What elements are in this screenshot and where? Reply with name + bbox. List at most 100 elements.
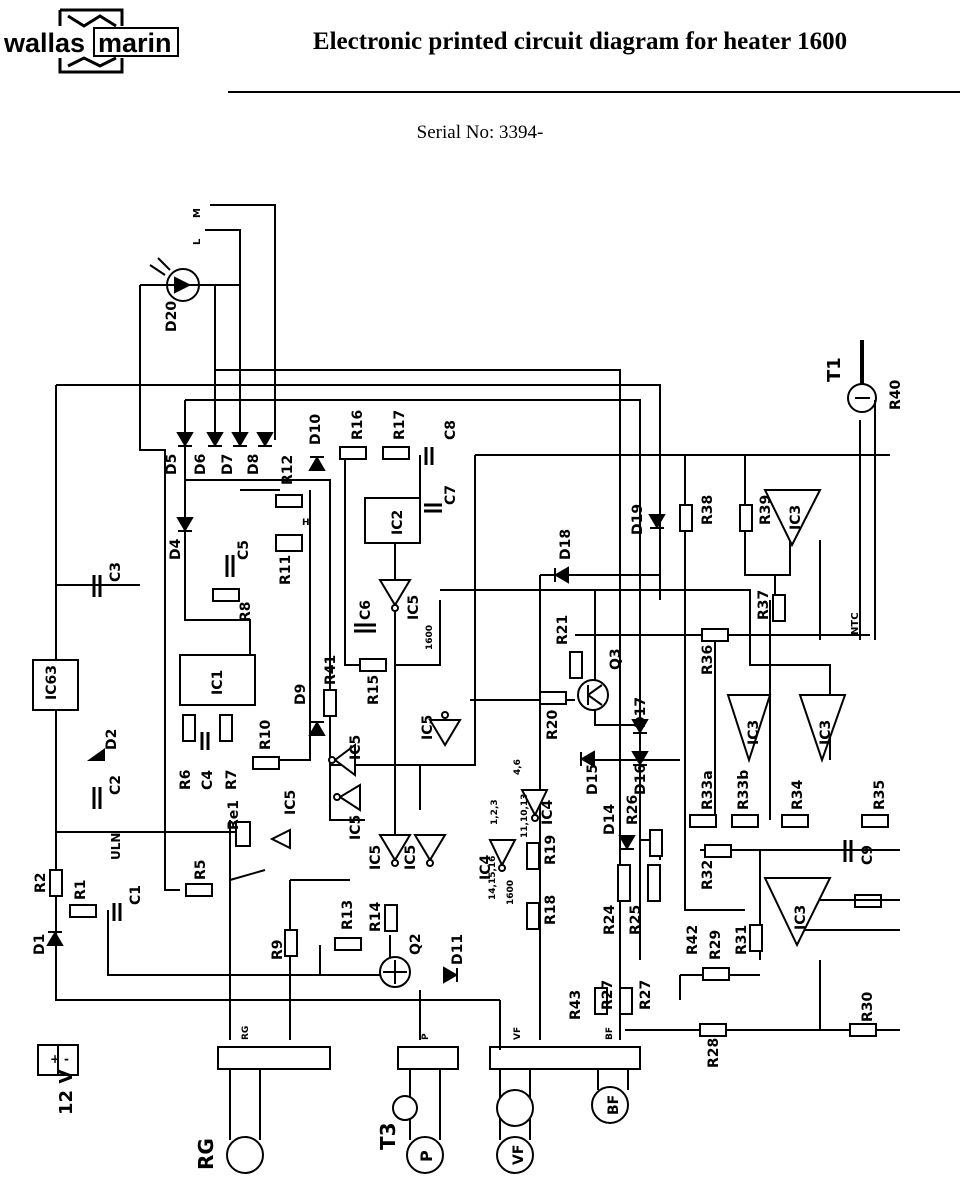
label-d9: D9 <box>293 684 309 705</box>
label-c6: C6 <box>358 600 374 620</box>
label-ic5-g: IC5 <box>283 790 299 815</box>
label-12v: 12 V <box>56 1070 77 1115</box>
label-bf-sensor: BF <box>606 1095 622 1115</box>
label-ic3-d: IC3 <box>793 905 809 930</box>
label-r34: R34 <box>790 779 806 810</box>
label-r30: R30 <box>860 991 876 1022</box>
label-plus: + <box>50 1052 60 1066</box>
label-r20: R20 <box>545 709 561 740</box>
label-c4: C4 <box>200 770 216 790</box>
label-1600-a: 1600 <box>425 625 435 650</box>
label-d4: D4 <box>168 538 184 560</box>
label-ic3-b: IC3 <box>746 720 762 745</box>
diode-icon <box>46 432 666 984</box>
label-r42: R42 <box>685 925 701 955</box>
label-ic63: IC63 <box>44 665 60 700</box>
label-ic3-c: IC3 <box>818 720 834 745</box>
label-ic2: IC2 <box>390 510 406 535</box>
label-d11: D11 <box>450 934 466 965</box>
opamp-icon <box>763 489 822 548</box>
label-1600-b: 1600 <box>506 880 516 905</box>
header-divider <box>228 91 960 93</box>
opamp-icon <box>726 694 772 764</box>
label-ic5-f: IC5 <box>403 845 419 870</box>
transistor-icon <box>379 679 609 988</box>
label-r37: R37 <box>756 590 772 620</box>
label-r2: R2 <box>33 872 49 893</box>
inverter-icon <box>269 579 549 872</box>
label-r11: R11 <box>278 555 294 585</box>
label-d17: D17 <box>633 697 649 728</box>
label-r29: R29 <box>708 930 724 960</box>
battery-icon <box>37 1044 79 1076</box>
label-r25: R25 <box>628 905 644 935</box>
label-r1: R1 <box>73 879 89 900</box>
label-d20: D20 <box>164 301 180 332</box>
label-ic3-a: IC3 <box>788 505 804 530</box>
label-r13: R13 <box>340 900 356 930</box>
label-q3: Q3 <box>608 648 624 670</box>
label-r19: R19 <box>543 835 559 865</box>
label-r7: R7 <box>224 769 240 790</box>
resistor-icon <box>49 446 889 1037</box>
label-ic5-b: IC5 <box>348 735 364 760</box>
opamp-icon <box>798 694 847 764</box>
label-l: L <box>192 238 203 245</box>
label-m: M <box>192 208 203 218</box>
ic1-chip <box>179 654 256 706</box>
label-c1: C1 <box>128 885 144 905</box>
label-p-connector: P <box>421 1033 431 1040</box>
label-bf-connector: BF <box>605 1027 615 1040</box>
label-d10: D10 <box>308 414 324 445</box>
capacitor-icon <box>92 447 853 921</box>
label-pins-4-6: 4,6 <box>513 759 523 775</box>
label-c9: C9 <box>860 845 876 865</box>
label-vf-connector: VF <box>513 1027 523 1040</box>
label-vf-sensor: VF <box>511 1145 527 1165</box>
relay-icon <box>229 821 266 881</box>
label-r38: R38 <box>700 495 716 525</box>
led-icon <box>149 257 200 302</box>
label-ic4-a: IC4 <box>478 855 494 880</box>
label-ic1: IC1 <box>210 670 226 695</box>
label-c7: C7 <box>443 485 459 505</box>
label-q2: Q2 <box>408 933 424 955</box>
label-r15: R15 <box>366 675 382 705</box>
label-r32: R32 <box>700 860 716 890</box>
label-r17: R17 <box>392 410 408 440</box>
label-r18: R18 <box>543 895 559 925</box>
label-h: H <box>302 518 310 528</box>
label-r26: R26 <box>625 795 641 825</box>
opamp-icon <box>763 877 832 948</box>
label-ic5-d: IC5 <box>420 715 436 740</box>
label-p-sensor: P <box>417 1150 436 1162</box>
circuit-schematic: D20 D5 D6 D7 D8 D10 D4 D9 D18 D19 D17 D1… <box>32 204 904 1174</box>
label-d19: D19 <box>630 504 646 535</box>
label-r16: R16 <box>350 410 366 440</box>
label-r12: R12 <box>280 455 296 485</box>
label-r31: R31 <box>734 925 750 955</box>
label-r21: R21 <box>555 615 571 645</box>
label-c3: C3 <box>108 562 124 582</box>
label-t1: T1 <box>824 357 845 382</box>
label-pins-1-2-3: 1,2,3 <box>490 799 500 825</box>
label-d14: D14 <box>602 804 618 835</box>
label-c5: C5 <box>236 540 252 560</box>
label-uln: ULN <box>109 833 123 860</box>
label-r35: R35 <box>872 780 888 810</box>
label-d6: D6 <box>193 454 209 475</box>
label-ic5-e: IC5 <box>368 845 384 870</box>
label-r14: R14 <box>368 901 384 932</box>
label-c8: C8 <box>443 420 459 440</box>
label-r8: R8 <box>238 601 254 622</box>
serial-number: Serial No: 3394- <box>416 122 544 143</box>
label-r43: R43 <box>568 990 584 1020</box>
seal-emblem-icon <box>58 8 124 74</box>
label-r33a: R33a <box>700 770 716 810</box>
label-ic5-c: IC5 <box>348 815 364 840</box>
label-d15: D15 <box>585 764 601 795</box>
brand-box <box>93 27 179 57</box>
ic2-chip <box>364 497 421 544</box>
label-r33b: R33b <box>736 770 752 810</box>
label-pins-14-15-16: 14,15,16 <box>488 856 498 900</box>
